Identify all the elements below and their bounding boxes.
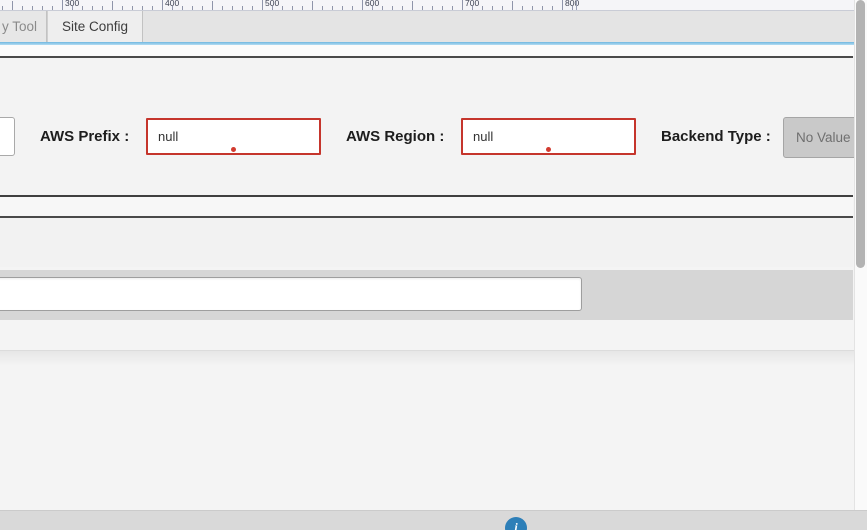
divider-line-2: [0, 195, 853, 197]
ruler-tick: [262, 0, 263, 10]
ruler-tick: [462, 0, 463, 10]
ruler-tick: [172, 6, 173, 10]
ruler-tick: [112, 1, 113, 10]
ruler-unit-label: 700: [465, 0, 480, 8]
ruler-end-mark: [576, 0, 577, 10]
ruler-tick: [92, 6, 93, 10]
ruler-unit-label: 800: [565, 0, 580, 8]
ruler-tick: [322, 6, 323, 10]
validation-dot-icon: [231, 147, 236, 152]
ruler-tick: [162, 0, 163, 10]
ruler-tick: [62, 0, 63, 10]
ruler-tick: [372, 6, 373, 10]
ruler-unit-label: 400: [165, 0, 180, 8]
tab-site-config[interactable]: Site Config: [47, 11, 143, 42]
ruler-tick: [22, 6, 23, 10]
vertical-scrollbar-thumb[interactable]: [856, 0, 865, 268]
ruler-tick: [422, 6, 423, 10]
bottom-text-input[interactable]: [0, 277, 582, 311]
validation-dot-icon: [546, 147, 551, 152]
ruler-tick: [192, 6, 193, 10]
backend-type-value-box: No Value: [783, 117, 867, 158]
ruler-tick: [352, 6, 353, 10]
ruler-tick: [42, 6, 43, 10]
panel-bottom-shadow: [0, 350, 855, 366]
ruler-tick: [152, 6, 153, 10]
ruler-tick: [332, 6, 333, 10]
ruler-unit-label: 300: [65, 0, 80, 8]
ruler-tick: [242, 6, 243, 10]
ruler-tick: [412, 1, 413, 10]
ruler-tick: [402, 6, 403, 10]
tab-bar: y Tool Site Config: [0, 11, 867, 42]
ruler-tick: [212, 1, 213, 10]
spacer-strip: [0, 45, 867, 56]
ruler-unit-label: 500: [265, 0, 280, 8]
ruler-tick: [302, 6, 303, 10]
ruler-tick: [312, 1, 313, 10]
backend-type-label: Backend Type :: [661, 128, 771, 145]
tab-query-tool[interactable]: y Tool: [0, 11, 47, 42]
ruler-tick: [292, 6, 293, 10]
ruler-tick: [132, 6, 133, 10]
ruler-tick: [182, 6, 183, 10]
ruler-tick: [222, 6, 223, 10]
ruler-tick: [532, 6, 533, 10]
ruler-tick: [102, 6, 103, 10]
ruler-tick: [492, 6, 493, 10]
ruler-tick: [32, 6, 33, 10]
ruler-tick: [72, 6, 73, 10]
ruler-tick: [122, 6, 123, 10]
tab-underline: [0, 42, 867, 45]
ruler-tick: [472, 6, 473, 10]
ruler-tick: [2, 6, 3, 10]
ruler-tick: [232, 6, 233, 10]
ruler-tick: [12, 1, 13, 10]
aws-region-label: AWS Region :: [346, 128, 445, 145]
divider-line-3: [0, 216, 853, 218]
ruler-tick: [502, 6, 503, 10]
ruler-tick: [142, 6, 143, 10]
ruler-tick: [512, 1, 513, 10]
ruler-tick: [392, 6, 393, 10]
ruler-tick: [282, 6, 283, 10]
ruler-tick: [252, 6, 253, 10]
ruler-tick: [572, 6, 573, 10]
footer-bar: [0, 510, 867, 530]
ruler-tick: [382, 6, 383, 10]
form-section: [0, 58, 853, 195]
ruler-tick: [82, 6, 83, 10]
ruler-tick: [272, 6, 273, 10]
ruler-tick: [552, 6, 553, 10]
ruler-tick: [542, 6, 543, 10]
pixel-ruler: 300 400 500 600 700 800: [0, 0, 855, 11]
content-area: [0, 320, 855, 510]
info-icon[interactable]: i: [505, 517, 527, 530]
ruler-tick: [562, 0, 563, 10]
ruler-unit-label: 600: [365, 0, 380, 8]
ruler-tick: [52, 6, 53, 10]
ruler-tick: [362, 0, 363, 10]
ruler-tick: [522, 6, 523, 10]
ruler-tick: [342, 6, 343, 10]
ruler-tick: [452, 6, 453, 10]
ruler-tick: [202, 6, 203, 10]
ruler-tick: [482, 6, 483, 10]
ruler-tick: [442, 6, 443, 10]
section-gap: [0, 197, 853, 216]
truncated-left-field[interactable]: [0, 117, 15, 156]
section-gap-2: [0, 218, 853, 267]
divider-line-1: [0, 56, 853, 59]
aws-prefix-label: AWS Prefix :: [40, 128, 130, 145]
ruler-tick: [432, 6, 433, 10]
